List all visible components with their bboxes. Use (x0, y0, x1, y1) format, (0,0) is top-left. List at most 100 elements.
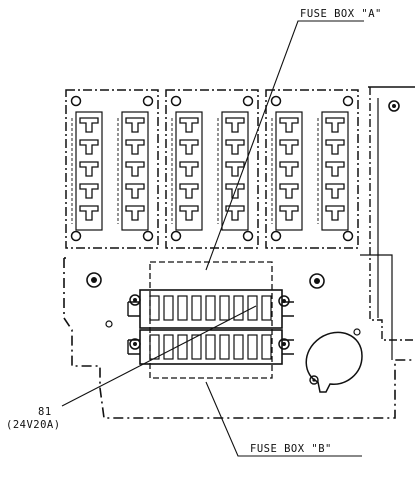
tab-hole-icon (170, 230, 182, 242)
fuse-module (65, 89, 159, 249)
tab-hole-icon (270, 95, 282, 107)
fuse-blade (233, 295, 244, 321)
fuse-column (275, 111, 303, 231)
mount-hole-icon (388, 100, 400, 112)
fuse-holder (125, 161, 145, 177)
tab-hole-icon (70, 230, 82, 242)
fuse-blade (163, 334, 174, 360)
fuse-holder (125, 205, 145, 221)
plate-screws (86, 272, 361, 336)
fuse-blade (261, 295, 272, 321)
fuse-holder (179, 117, 199, 133)
fuse-holder (225, 161, 245, 177)
fuse-blade (247, 295, 258, 321)
mount-hole-center-icon (392, 104, 396, 108)
fuse-holder (179, 183, 199, 199)
fuse-blade (177, 295, 188, 321)
tab-hole-icon (142, 230, 154, 242)
fuse-blade (149, 295, 160, 321)
fuse-box-b-label: FUSE BOX "B" (250, 443, 332, 455)
screw-icon (278, 338, 290, 350)
fuse-holder (179, 139, 199, 155)
tab-hole-icon (242, 95, 254, 107)
fuse-blade (247, 334, 258, 360)
fuse-holder (325, 117, 345, 133)
screw-center-icon (314, 278, 320, 284)
fuse-holder (325, 205, 345, 221)
grommet-hole-icon (309, 375, 319, 385)
fuse-holder (325, 161, 345, 177)
small-hole-icon (105, 320, 113, 328)
fuse-holder (325, 183, 345, 199)
fuse-column (321, 111, 349, 231)
fuse-holder (279, 183, 299, 199)
fuse-b-row-bottom (139, 329, 283, 365)
fuse-column (221, 111, 249, 231)
tab-hole-icon (270, 230, 282, 242)
fuse-blade (261, 334, 272, 360)
fuse-holder (125, 117, 145, 133)
fuse-blade (177, 334, 188, 360)
fuse-holder (125, 183, 145, 199)
leader-callout-81 (61, 305, 257, 407)
fuse-holder (279, 117, 299, 133)
tab-hole-icon (342, 230, 354, 242)
callout-rating: (24V20A) (6, 419, 61, 431)
fuse-blade (191, 334, 202, 360)
leader-lines (61, 20, 364, 457)
small-hole-icon (353, 328, 361, 336)
screw-icon (129, 338, 141, 350)
tab-hole-icon (70, 95, 82, 107)
fuse-blade (149, 334, 160, 360)
fuse-module (265, 89, 359, 249)
callout-number: 81 (38, 406, 52, 418)
fuse-b-row-top (139, 289, 283, 329)
fuse-column (121, 111, 149, 231)
fuse-blade (219, 334, 230, 360)
screw-icon (278, 295, 290, 307)
fuse-holder (279, 205, 299, 221)
fuse-holder (279, 161, 299, 177)
cable-grommet (305, 331, 363, 393)
fuse-column (175, 111, 203, 231)
tab-hole-icon (142, 95, 154, 107)
fuse-holder (279, 139, 299, 155)
fuse-box-a (65, 89, 359, 249)
fuse-holder (125, 139, 145, 155)
screw-center-icon (91, 277, 97, 283)
fuse-holder (79, 183, 99, 199)
fuse-blade (191, 295, 202, 321)
leader-fuse-box-b (205, 381, 362, 457)
fuse-box-b (127, 261, 294, 379)
tab-hole-icon (170, 95, 182, 107)
fuse-holder (79, 205, 99, 221)
module-outline (65, 89, 159, 249)
fuse-holder (79, 161, 99, 177)
screw-icon (129, 294, 141, 306)
base-plate-outline (63, 254, 415, 419)
fuse-holder (225, 139, 245, 155)
screw-icon (86, 272, 102, 288)
fuse-holder (325, 139, 345, 155)
module-outline (265, 89, 359, 249)
fuse-column (75, 111, 103, 231)
tab-hole-icon (242, 230, 254, 242)
fuse-holder (79, 139, 99, 155)
fuse-blade (163, 295, 174, 321)
fuse-holder (225, 183, 245, 199)
right-side-panel (368, 86, 415, 341)
tab-hole-icon (342, 95, 354, 107)
fuse-blade (205, 295, 216, 321)
fuse-blade (205, 334, 216, 360)
module-outline (165, 89, 259, 249)
fuse-holder (79, 117, 99, 133)
fuse-box-a-label: FUSE BOX "A" (300, 8, 382, 20)
fuse-holder (179, 161, 199, 177)
fuse-module (165, 89, 259, 249)
fuse-holder (179, 205, 199, 221)
fuse-blade (233, 334, 244, 360)
screw-icon (309, 273, 325, 289)
fuse-blade (219, 295, 230, 321)
fuse-holder (225, 117, 245, 133)
